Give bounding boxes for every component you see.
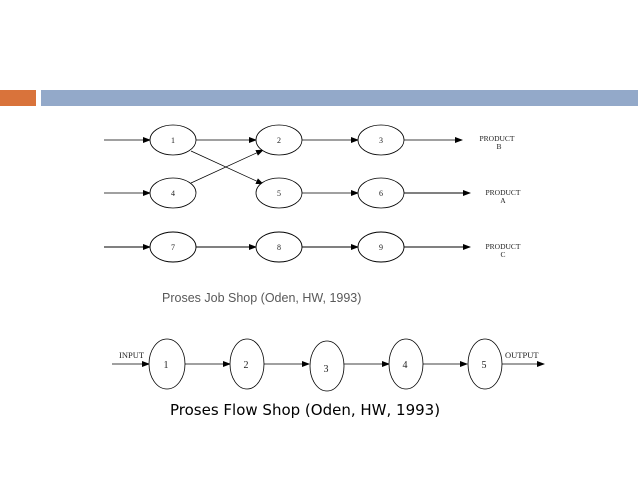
product-a-label-line2: A — [500, 196, 506, 205]
job-node-6-label: 6 — [379, 189, 383, 198]
product-c-label-line2: C — [500, 250, 505, 259]
flow-output-label: OUTPUT — [505, 350, 539, 360]
job-node-2 — [255, 124, 303, 156]
job-node-1 — [149, 124, 197, 156]
job-node-4 — [149, 177, 197, 209]
job-node-9 — [357, 231, 405, 263]
job-node-8-label: 8 — [277, 243, 281, 252]
job-node-1-label: 1 — [171, 136, 175, 145]
product-c-label-line1: PRODUCT — [485, 242, 520, 251]
product-b-label-line2: B — [496, 142, 501, 151]
flow-shop-caption: Proses Flow Shop (Oden, HW, 1993) — [170, 401, 441, 419]
job-node-5 — [255, 177, 303, 209]
edge-1-5 — [190, 150, 264, 185]
edge-4-2 — [190, 149, 264, 184]
job-node-4-label: 4 — [171, 189, 175, 198]
flow-node-4-label: 4 — [403, 360, 408, 371]
flow-node-3 — [309, 340, 345, 392]
header-accent-bar — [0, 90, 36, 106]
product-b-label-line1: PRODUCT — [479, 134, 514, 143]
flow-node-1-label: 1 — [164, 360, 169, 371]
job-node-2-label: 2 — [277, 136, 281, 145]
flow-node-4 — [388, 338, 424, 390]
job-node-3 — [357, 124, 405, 156]
job-node-8 — [255, 231, 303, 263]
header-main-bar — [41, 90, 638, 106]
job-node-3-label: 3 — [379, 136, 383, 145]
flow-node-5 — [467, 338, 503, 390]
job-node-6 — [357, 177, 405, 209]
job-node-7 — [149, 231, 197, 263]
flow-node-2 — [229, 338, 265, 390]
flow-node-5-label: 5 — [482, 360, 487, 371]
flow-input-label: INPUT — [119, 350, 145, 360]
job-shop-diagram: 1 2 3 4 5 6 7 8 9 PRODUCT B PRODUCT A PR… — [104, 124, 521, 263]
flow-shop-diagram: INPUT OUTPUT 1 2 3 4 5 — [112, 338, 545, 392]
job-shop-caption: Proses Job Shop (Oden, HW, 1993) — [162, 291, 362, 305]
flow-node-2-label: 2 — [244, 360, 249, 371]
job-node-9-label: 9 — [379, 243, 383, 252]
job-node-7-label: 7 — [171, 243, 175, 252]
flow-node-1 — [148, 338, 186, 390]
product-a-label-line1: PRODUCT — [485, 188, 520, 197]
flow-node-3-label: 3 — [324, 364, 329, 375]
job-node-5-label: 5 — [277, 189, 281, 198]
